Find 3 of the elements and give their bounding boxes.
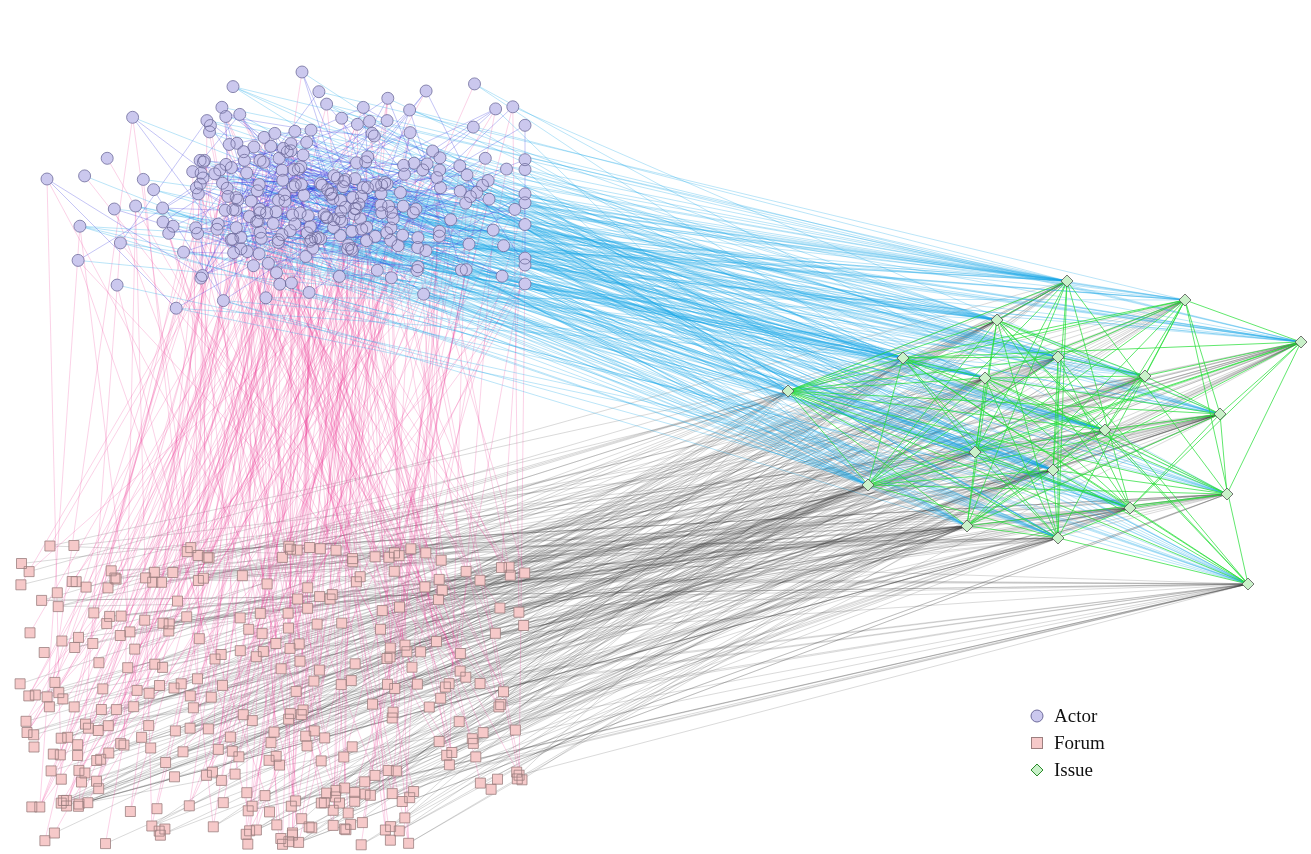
legend-label: Actor	[1054, 704, 1098, 727]
legend-label: Issue	[1054, 758, 1094, 781]
legend-label: Forum	[1054, 731, 1105, 754]
